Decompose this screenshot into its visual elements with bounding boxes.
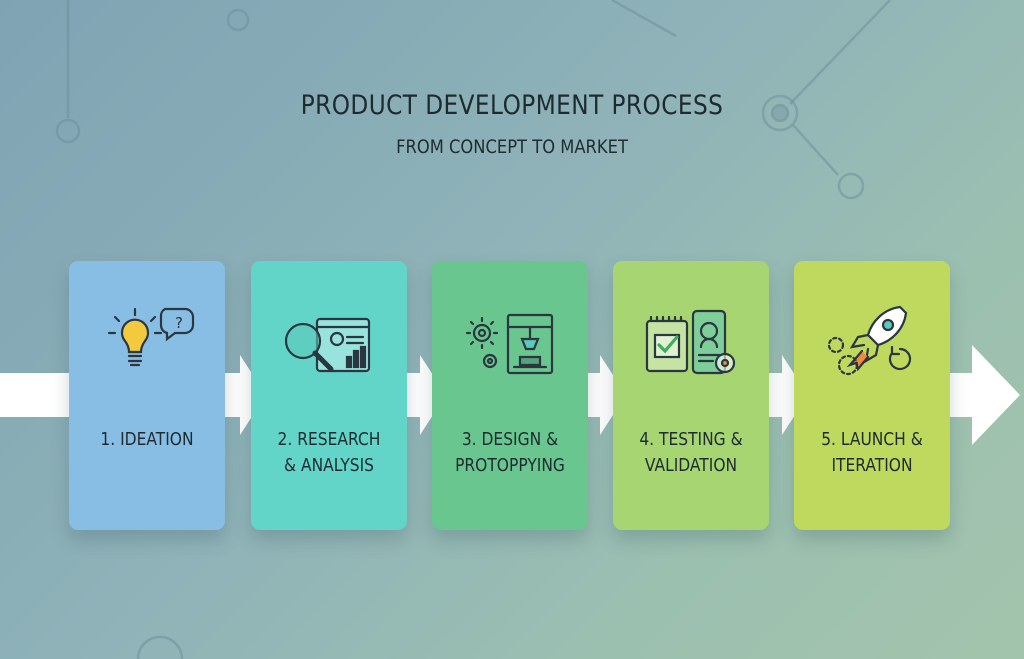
flow-arrow-segment-final: [944, 345, 1020, 445]
flow-arrow-segment: [580, 355, 626, 435]
step-card-launch: 5. LAUNCH & ITERATION: [794, 261, 950, 530]
step-card-design: 3. DESIGN & PROTOPPYING: [432, 261, 588, 530]
step-label: 1. IDEATION: [100, 429, 194, 450]
lightbulb-icon: ?: [107, 307, 195, 367]
step-label: 2. RESEARCH & ANALYSIS: [277, 429, 381, 476]
step-label: 3. DESIGN & PROTOPPYING: [455, 429, 565, 476]
step-card-testing: 4. TESTING & VALIDATION: [613, 261, 769, 530]
flow-arrow-segment: [400, 355, 446, 435]
step-card-ideation: ? 1. IDEATION: [69, 261, 225, 530]
step-card-research: 2. RESEARCH & ANALYSIS: [251, 261, 407, 530]
page-subtitle: FROM CONCEPT TO MARKET: [396, 136, 628, 158]
rocket-icon: [827, 305, 912, 376]
magnifier-chart-icon: [284, 317, 371, 373]
flow-arrow-segment: [760, 355, 808, 435]
step-label: 4. TESTING & VALIDATION: [639, 429, 743, 476]
step-label: 5. LAUNCH & ITERATION: [821, 429, 923, 476]
gears-3d-printer-icon: [465, 313, 554, 375]
checklist-phone-icon: [645, 309, 736, 375]
page-title: PRODUCT DEVELOPMENT PROCESS: [300, 90, 724, 121]
svg-text:?: ?: [175, 314, 183, 332]
